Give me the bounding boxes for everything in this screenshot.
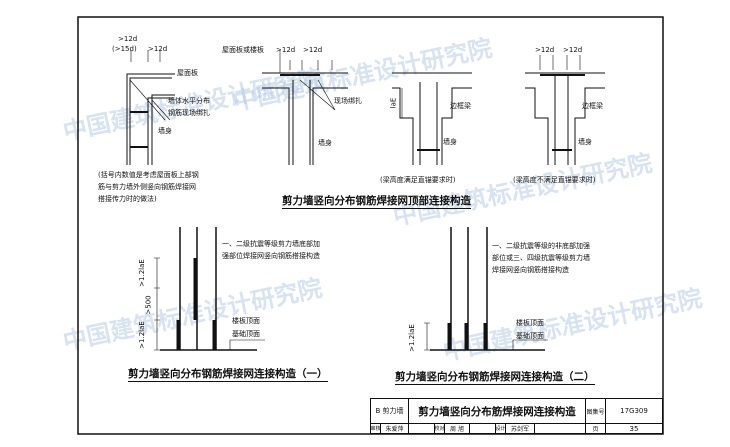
foundation-top-label: 基础顶面 xyxy=(232,330,260,338)
note-line: 筋与剪力墙外侧竖向钢筋焊接网 xyxy=(98,183,196,191)
signature-cell xyxy=(534,423,586,434)
floor-top-label: 楼板顶面 xyxy=(232,317,260,325)
dim-label: (>15d) xyxy=(112,45,137,53)
wall-label: 墙身 xyxy=(443,138,457,146)
note-line: 搭接传力时的做法) xyxy=(98,195,157,203)
wall-label: 墙身 xyxy=(578,138,592,146)
atlas-number-cell: 17G309 xyxy=(605,398,663,424)
atlas-label-cell: 图集号 xyxy=(585,398,606,424)
note-line: (括号内数值是考虑屋面板上部钢 xyxy=(98,171,199,179)
designer: 苏剑军 xyxy=(505,423,535,434)
dim-label: >1.2laE xyxy=(137,321,146,349)
splice-detail-2 xyxy=(424,227,548,351)
page-label: 页 xyxy=(585,423,606,434)
dim-label: laE xyxy=(389,97,398,109)
signature-cell xyxy=(469,423,496,434)
foundation-top-label: 基础顶面 xyxy=(516,332,544,340)
page-number: 35 xyxy=(605,423,663,434)
detail-title: 剪力墙竖向分布钢筋焊接网连接构造（二） xyxy=(395,371,595,385)
floor-top-label: 楼板顶面 xyxy=(516,319,544,327)
dim-label: >12d xyxy=(118,35,138,43)
detail-4-wall xyxy=(525,55,605,165)
checker: 周 旭 xyxy=(444,423,470,434)
note: (梁高度满足直锚要求时) xyxy=(380,176,456,184)
dim-label: >12d xyxy=(276,46,296,54)
dim-label: >12d xyxy=(148,45,168,53)
dim-label: >1.2laE xyxy=(137,259,146,287)
note-line: 焊接网竖向钢筋搭接构造 xyxy=(492,266,569,274)
note: (梁高度不满足直锚要求时) xyxy=(513,176,596,184)
signature-cell xyxy=(408,423,435,434)
detail-1-wall xyxy=(126,50,175,165)
dim-label: >500 xyxy=(144,295,153,315)
detail-3-wall xyxy=(392,72,472,165)
dim-label: >12d xyxy=(563,46,583,54)
slab-label: 屋面板或楼板 xyxy=(222,46,264,54)
wall-label: 墙身 xyxy=(158,127,172,135)
splice-detail-1 xyxy=(154,227,265,351)
note-line: 一、二级抗震等级剪力墙底部加 xyxy=(222,240,320,248)
roof-slab-label: 屋面板 xyxy=(177,69,198,77)
beam-label: 边框梁 xyxy=(582,102,603,110)
rebar-label: 钢筋现场绑扎 xyxy=(168,109,210,117)
category-cell: B 剪力墙 xyxy=(370,398,409,424)
note-line: 一、二级抗震等级的非底部加强 xyxy=(492,242,590,250)
dim-label: >12d xyxy=(535,46,555,54)
note-line: 部位或三、四级抗震等级剪力墙 xyxy=(492,254,590,262)
tie-label: 现场绑扎 xyxy=(334,97,362,105)
note-line: 强部位焊接网竖向钢筋搭接构造 xyxy=(222,252,320,260)
section-title: 剪力墙竖向分布钢筋焊接网顶部连接构造 xyxy=(282,195,471,209)
beam-label: 边框梁 xyxy=(450,102,471,110)
detail-2-wall xyxy=(262,50,348,165)
detail-title: 剪力墙竖向分布钢筋焊接网连接构造（一） xyxy=(128,368,328,382)
dim-label: >12d xyxy=(303,46,323,54)
wall-label: 墙身 xyxy=(318,139,332,147)
reviewer: 朱爱萍 xyxy=(380,423,409,434)
drawing-frame xyxy=(77,16,664,435)
rebar-label: 墙体水平分布 xyxy=(168,97,210,105)
drawing-title-cell: 剪力墙竖向分布筋焊接网连接构造 xyxy=(408,398,586,424)
dim-label: >1.2laE xyxy=(407,324,416,352)
